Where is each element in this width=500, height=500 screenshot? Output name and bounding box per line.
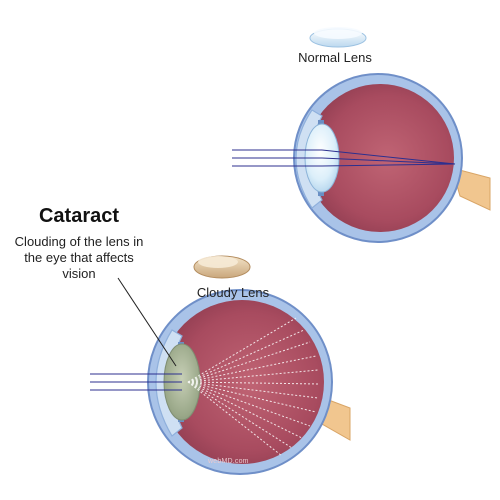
cataract-eye bbox=[90, 289, 351, 475]
cloudy-lens-label: Cloudy Lens bbox=[196, 285, 270, 300]
normal-lens-icon bbox=[309, 27, 367, 48]
normal-lens-label: Normal Lens bbox=[298, 50, 372, 65]
cloudy-lens-icon bbox=[193, 255, 251, 279]
cataract-description: Clouding of the lens in the eye that aff… bbox=[14, 234, 144, 281]
watermark: webMD.com bbox=[208, 458, 249, 465]
scattered-rays bbox=[187, 317, 321, 457]
callout-line bbox=[117, 277, 177, 367]
cataract-title: Cataract bbox=[38, 205, 120, 227]
normal-eye bbox=[232, 73, 491, 243]
